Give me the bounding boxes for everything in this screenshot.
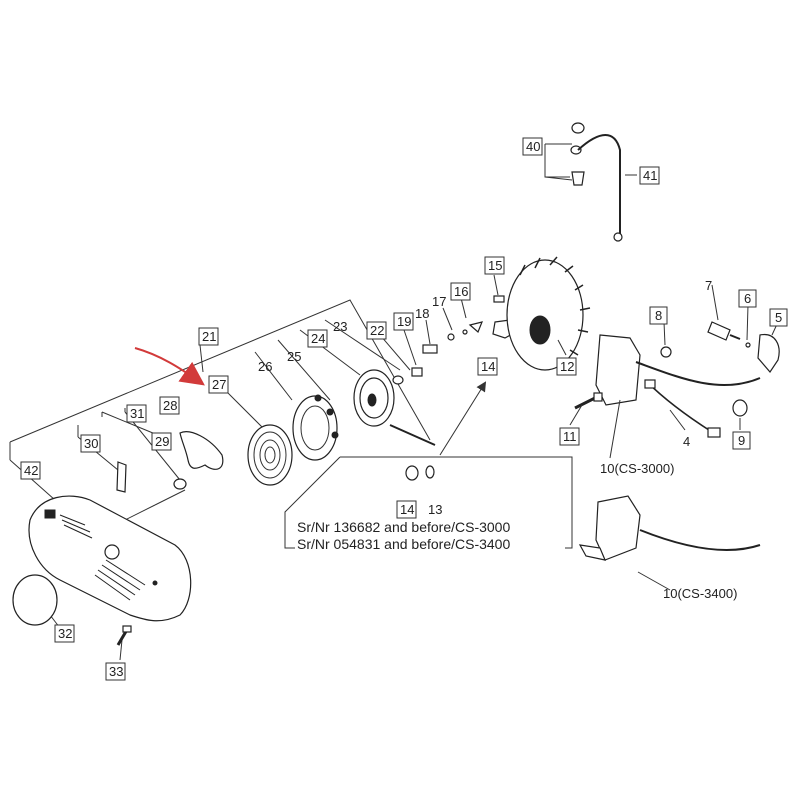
callout-16: 16 xyxy=(454,284,468,299)
callout-28: 28 xyxy=(163,398,177,413)
callout-40: 40 xyxy=(526,139,540,154)
callout-18: 18 xyxy=(415,306,429,321)
callout-10-cs3400: 10(CS-3400) xyxy=(663,586,737,601)
callout-42: 42 xyxy=(24,463,38,478)
serial-note-bracket xyxy=(284,381,573,549)
callout-19: 19 xyxy=(397,314,411,329)
starter-cover xyxy=(28,495,192,622)
serial-note-line1: Sr/Nr 136682 and before/CS-3000 xyxy=(297,519,510,535)
rope-pulley xyxy=(353,369,395,427)
ignition-coil-cs3000 xyxy=(595,334,761,438)
recoil-spring xyxy=(247,424,293,486)
leader-lines xyxy=(9,299,431,661)
callout-7: 7 xyxy=(705,278,712,293)
small-hardware xyxy=(392,321,483,385)
ignition-wire xyxy=(570,122,623,242)
serial-note: Sr/Nr 136682 and before/CS-3000 Sr/Nr 05… xyxy=(297,519,510,552)
callout-24: 24 xyxy=(311,331,325,346)
callout-10-cs3000: 10(CS-3000) xyxy=(600,461,674,476)
callout-14-main: 14 xyxy=(481,359,495,374)
callout-8: 8 xyxy=(655,308,662,323)
spring-case xyxy=(292,394,339,461)
plug-cap xyxy=(757,333,780,373)
spring-6 xyxy=(745,342,751,348)
nut-14-alt xyxy=(405,465,419,481)
callout-21: 21 xyxy=(202,329,216,344)
callout-23: 23 xyxy=(333,319,347,334)
callout-41: 41 xyxy=(643,168,657,183)
callout-33: 33 xyxy=(109,664,123,679)
starter-rope xyxy=(389,424,436,446)
callout-13: 13 xyxy=(428,502,442,517)
nut-29 xyxy=(173,478,187,490)
callout-15: 15 xyxy=(488,258,502,273)
callout-6: 6 xyxy=(744,291,751,306)
callout-12: 12 xyxy=(560,359,574,374)
screw-33 xyxy=(116,625,132,646)
callout-17: 17 xyxy=(432,294,446,309)
washer-13 xyxy=(425,465,435,479)
round-plate xyxy=(12,574,58,626)
callout-30: 30 xyxy=(84,436,98,451)
callout-22: 22 xyxy=(370,323,384,338)
ignition-coil-cs3400 xyxy=(578,495,761,561)
grommet xyxy=(732,399,748,417)
callout-32: 32 xyxy=(58,626,72,641)
callout-29: 29 xyxy=(155,434,169,449)
bolt-11 xyxy=(574,392,603,410)
starter-handle xyxy=(179,431,224,470)
nut-8 xyxy=(660,346,672,358)
callout-26: 26 xyxy=(258,359,272,374)
spark-plug xyxy=(707,321,741,341)
serial-note-line2: Sr/Nr 054831 and before/CS-3400 xyxy=(297,536,510,552)
callout-5: 5 xyxy=(775,310,782,325)
callout-9: 9 xyxy=(738,433,745,448)
callout-14-note: 14 xyxy=(400,502,414,517)
callout-25: 25 xyxy=(287,349,301,364)
callout-labels: 42 30 31 29 28 21 27 26 25 24 23 22 19 1… xyxy=(20,137,788,681)
highlight-arrow xyxy=(134,347,205,386)
callout-31: 31 xyxy=(130,406,144,421)
callout-27: 27 xyxy=(212,377,226,392)
callout-11: 11 xyxy=(563,429,577,444)
callout-4: 4 xyxy=(683,434,690,449)
flywheel xyxy=(506,256,591,371)
pin-30 xyxy=(116,461,127,493)
